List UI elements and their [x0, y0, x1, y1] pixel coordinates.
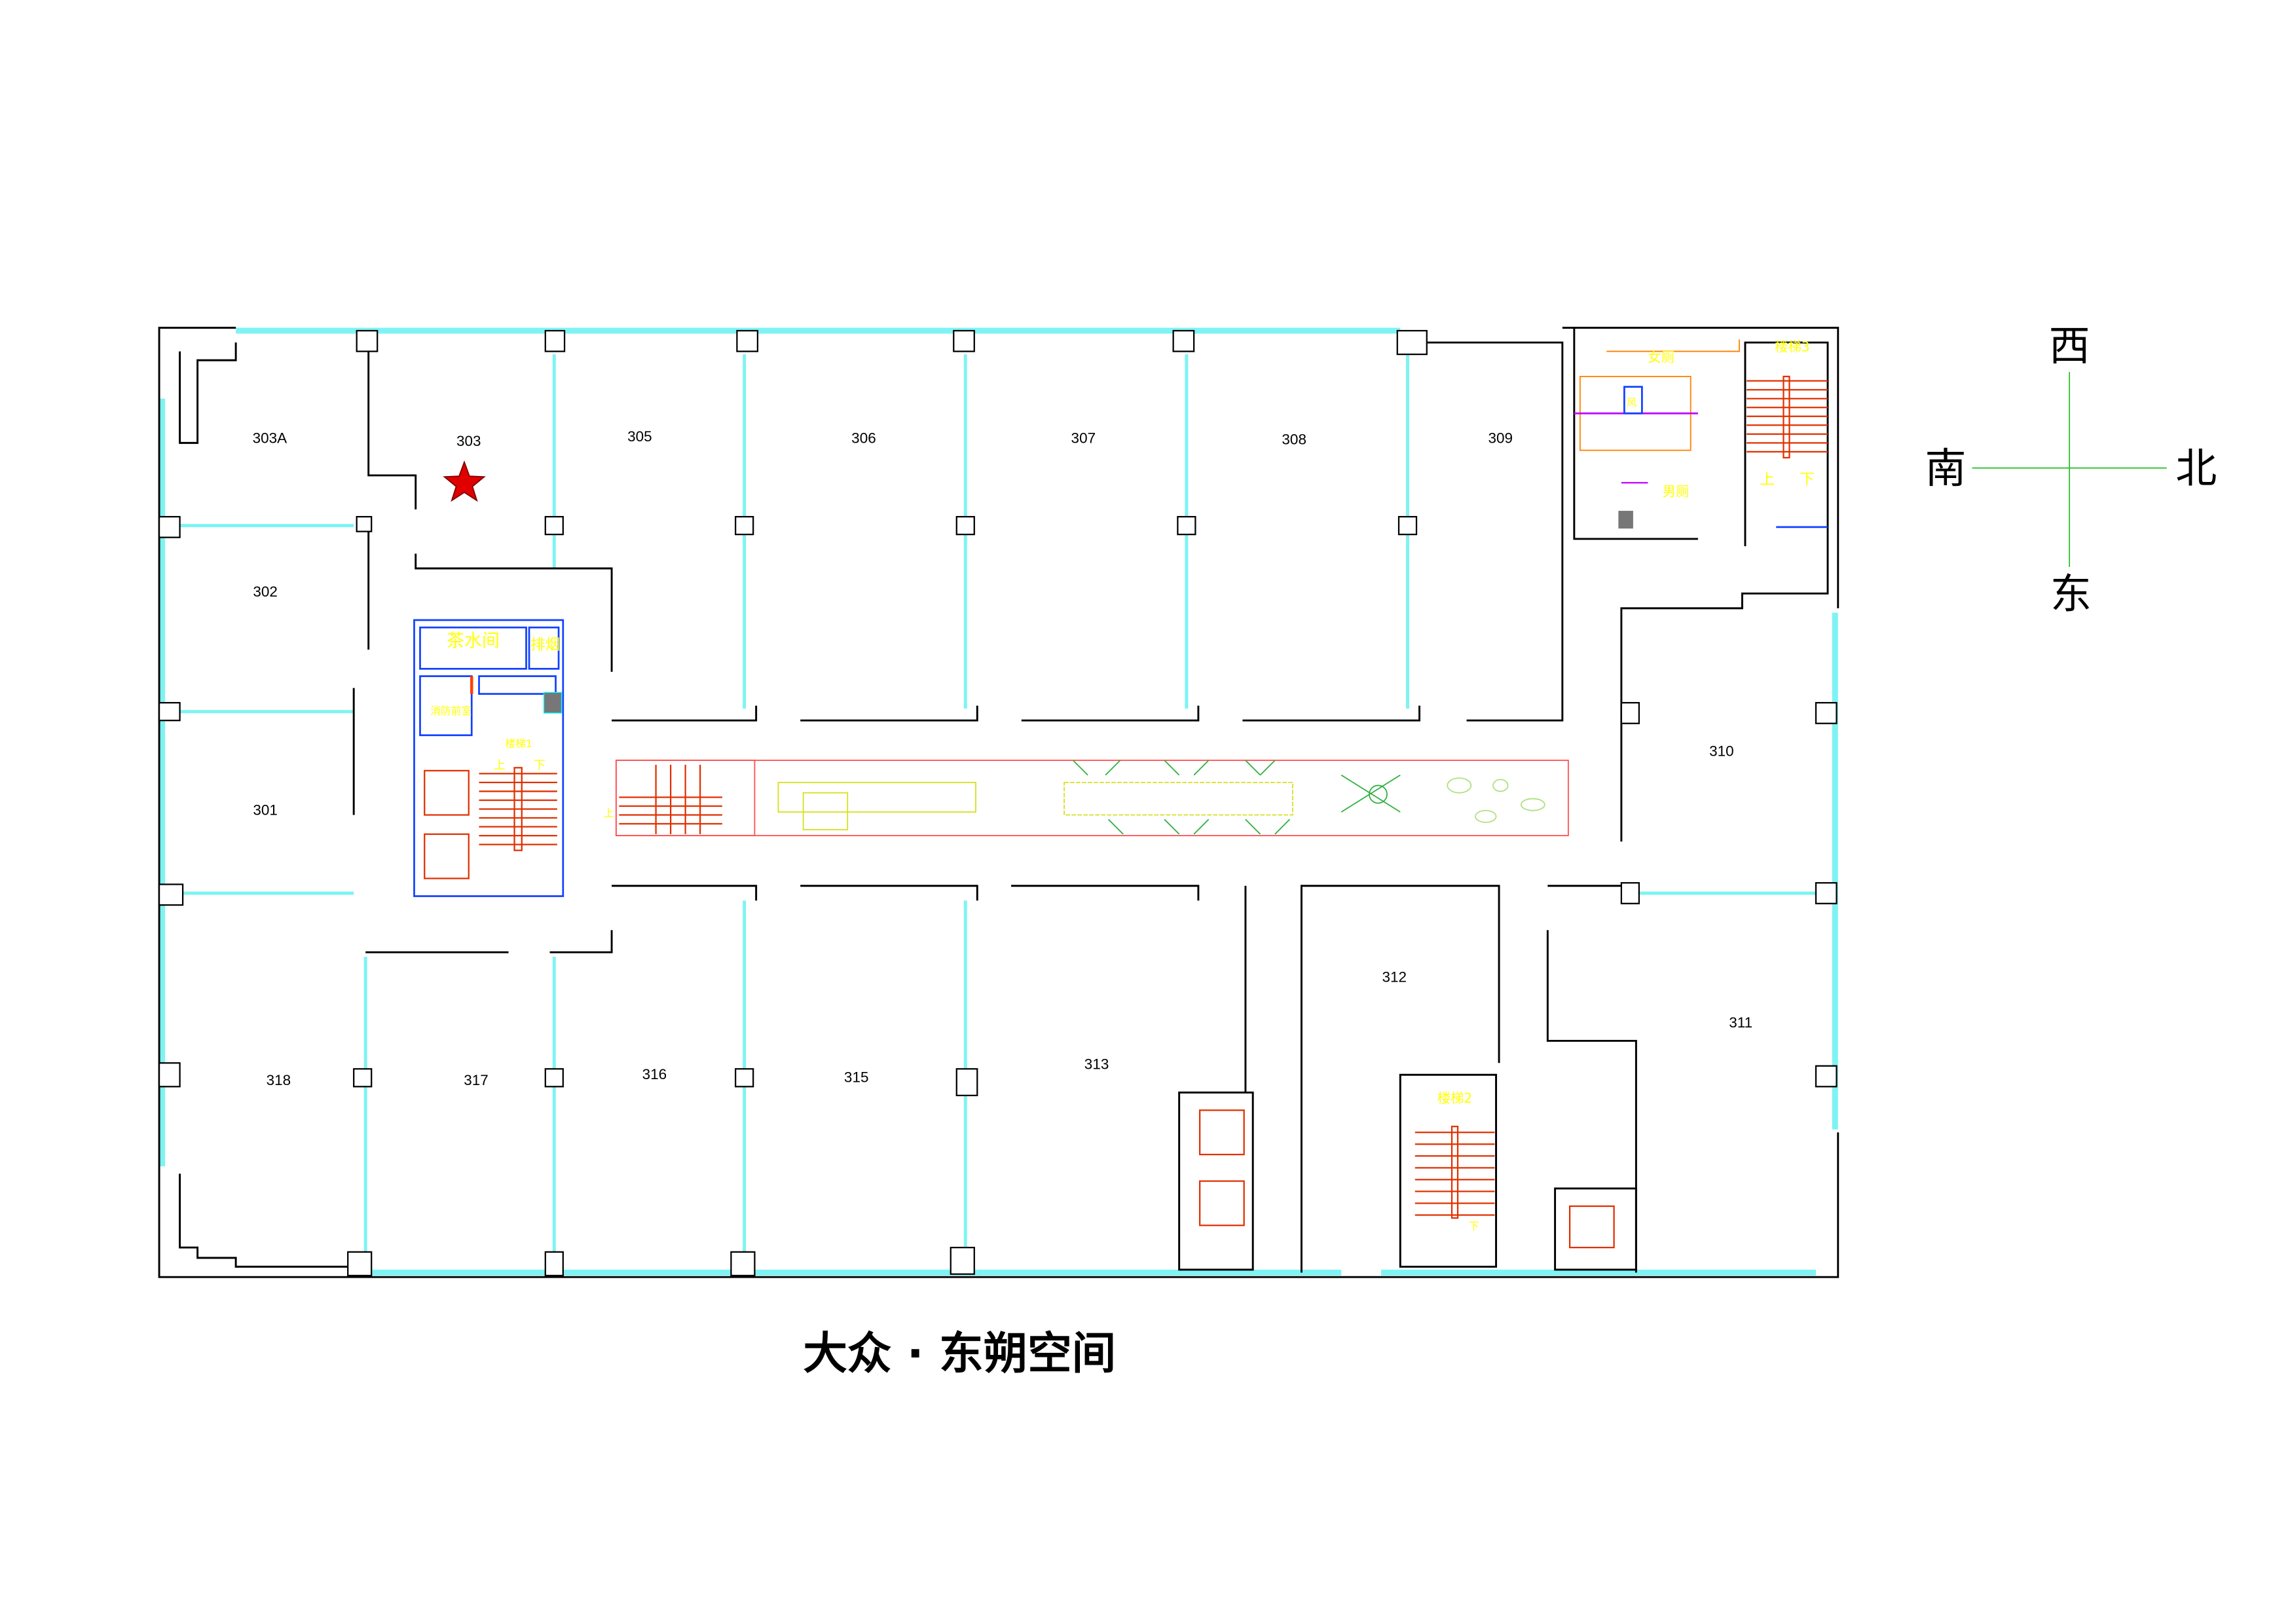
room-label-309[interactable]: 309 — [1488, 430, 1513, 446]
corridor-atrium — [615, 760, 1569, 836]
room-label-311[interactable]: 311 — [1729, 1014, 1752, 1031]
mens-restroom-label: 男厕 — [1663, 484, 1689, 500]
room-label-305[interactable]: 305 — [627, 428, 652, 445]
compass-east: 东 — [2050, 570, 2092, 618]
womens-restroom-label: 女厕 — [1648, 349, 1674, 365]
stair-atrium-treads — [619, 764, 722, 834]
shaft-label: 风 — [1627, 396, 1637, 409]
fire-lobby-label: 消防前室 — [430, 705, 471, 717]
core-west — [413, 619, 564, 897]
core-east — [1199, 339, 1828, 1249]
stair-2-treads — [1414, 1126, 1495, 1219]
room-label-315[interactable]: 315 — [844, 1069, 869, 1086]
stair-1-label: 楼梯1 — [506, 737, 532, 750]
stair-1-treads — [479, 767, 557, 851]
room-label-316[interactable]: 316 — [642, 1066, 667, 1082]
smoke-exhaust-label: 排烟 — [530, 637, 560, 654]
room-labels: 303A 303 305 306 307 308 309 302 301 310… — [253, 428, 1753, 1088]
room-label-308[interactable]: 308 — [1282, 432, 1306, 448]
room-label-303a[interactable]: 303A — [253, 430, 287, 446]
stair-3-label: 楼梯3 — [1775, 339, 1809, 355]
plan-title: 大众 · 东朔空间 — [803, 1327, 1116, 1379]
compass-south: 南 — [1925, 444, 1967, 492]
stair-3-treads — [1747, 375, 1828, 459]
stair-1-up: 上 — [494, 759, 506, 773]
room-label-303[interactable]: 303 — [456, 433, 481, 449]
room-label-307[interactable]: 307 — [1071, 430, 1096, 446]
facade-glass — [159, 327, 1838, 1276]
stair-3-down: 下 — [1800, 471, 1814, 488]
room-label-310[interactable]: 310 — [1709, 743, 1734, 759]
tea-room-label: 茶水间 — [447, 631, 500, 651]
compass-west: 西 — [2049, 322, 2090, 370]
stair-1-down: 下 — [534, 759, 545, 773]
room-label-301[interactable]: 301 — [253, 802, 278, 818]
room-label-312[interactable]: 312 — [1382, 969, 1407, 985]
room-label-302[interactable]: 302 — [253, 583, 278, 600]
compass-north: 北 — [2175, 444, 2217, 492]
room-label-318[interactable]: 318 — [267, 1072, 291, 1088]
room-label-313[interactable]: 313 — [1084, 1056, 1109, 1072]
compass: 西 南 北 东 — [1925, 322, 2217, 618]
core-labels: 茶水间 排烟 消防前室 楼梯1 上 下 上 女厕 风 男厕 楼梯3 上 下 楼梯… — [430, 339, 1814, 1232]
room-label-317[interactable]: 317 — [464, 1072, 489, 1088]
atrium-stair-up: 上 — [604, 807, 614, 819]
room-label-306[interactable]: 306 — [851, 430, 876, 446]
walls — [158, 327, 1839, 1278]
columns — [158, 329, 1838, 1277]
stair-2-down: 下 — [1469, 1220, 1479, 1232]
location-star-icon — [443, 460, 486, 502]
stair-2-label: 楼梯2 — [1437, 1090, 1472, 1106]
stair-3-up: 上 — [1760, 471, 1774, 488]
